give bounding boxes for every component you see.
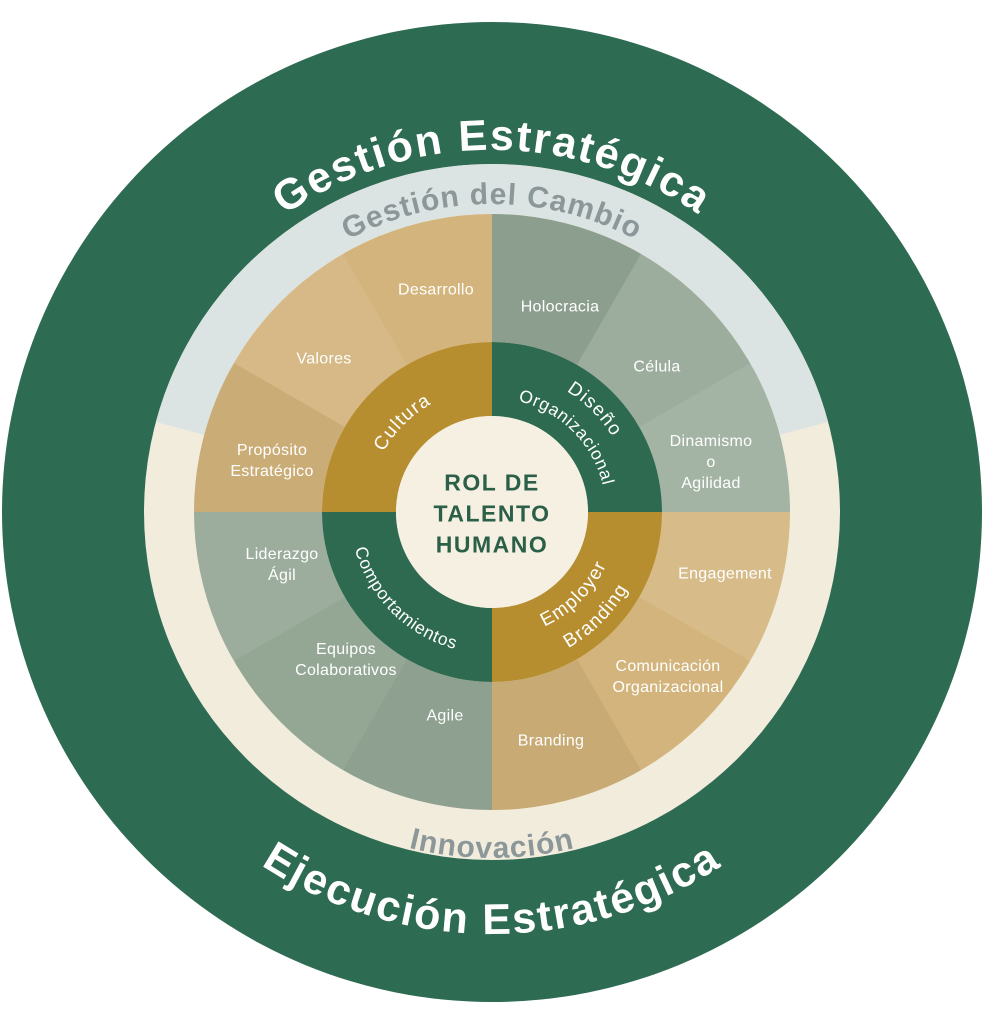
subwedge-valores-shade (233, 253, 407, 427)
center-circle (396, 416, 588, 608)
quadrant-employer-branding (492, 512, 790, 810)
inner-segment-employer-branding (492, 512, 662, 682)
label-equipos-colaborativos: Equipos Colaborativos (295, 641, 397, 679)
subwedge-branding-shade (492, 659, 641, 810)
subwedge-celula-shade (577, 253, 751, 427)
label-agile: Agile (426, 707, 464, 725)
label-desarrollo: Desarrollo (398, 281, 474, 299)
label-holocracia: Holocracia (520, 298, 600, 316)
subwedge-proposito-shade (194, 363, 345, 512)
label-valores: Valores (296, 350, 352, 368)
middle-ring-top-segment (155, 164, 829, 435)
label-comunicacion-organizacional: Comunicación Organizacional (612, 658, 724, 696)
quadrant-cultura (194, 214, 492, 512)
subwedge-dinamismo-shade (639, 363, 790, 512)
center-title: ROL DE TALENTO HUMANO (433, 469, 551, 558)
inner-segment-diseno-organizacional (492, 342, 662, 512)
inner-segment-cultura (322, 342, 492, 512)
label-branding: Branding (517, 732, 585, 750)
subwedge-liderazgo-shade (194, 512, 345, 661)
label-dinamismo-agilidad: Dinamismo o Agilidad (669, 432, 753, 492)
inner-segment-comportamientos (322, 512, 492, 682)
label-engagement: Engagement (678, 565, 772, 583)
subwedge-agile-shade (343, 659, 492, 810)
label-liderazgo-agil: Liderazgo Ágil (245, 546, 319, 584)
subwedge-engagement-shade (639, 512, 790, 661)
quadrant-diseno-organizacional (492, 214, 790, 512)
label-celula: Célula (633, 358, 681, 376)
label-proposito-estrategico: Propósito Estratégico (230, 442, 314, 480)
subwedge-holocracia-shade (492, 214, 641, 365)
quadrant-comportamientos (194, 512, 492, 810)
